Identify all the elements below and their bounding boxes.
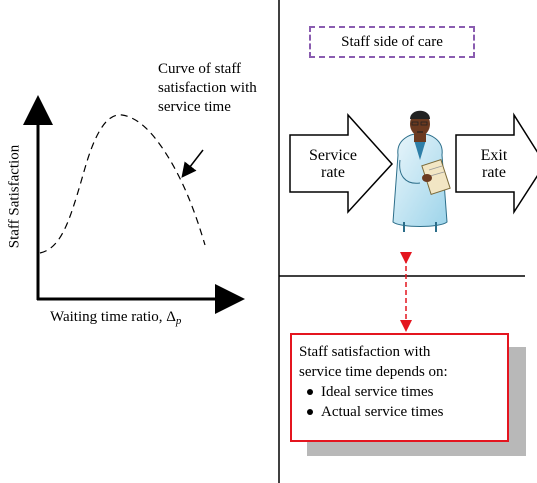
info-item-ideal: Ideal service times bbox=[307, 382, 507, 402]
satisfaction-curve bbox=[39, 114, 206, 254]
x-axis-label-text: Waiting time ratio, bbox=[50, 309, 167, 325]
x-axis-symbol: Δ bbox=[166, 309, 176, 325]
curve-label: Curve of staff satisfaction with service… bbox=[158, 61, 257, 115]
doctor-figure bbox=[392, 110, 451, 232]
service-rate-label: Service rate bbox=[309, 147, 357, 181]
x-axis-label: Waiting time ratio, Δp bbox=[50, 309, 181, 327]
info-list: Ideal service times Actual service times bbox=[299, 382, 507, 422]
info-box: Staff satisfaction with service time dep… bbox=[290, 333, 509, 442]
curve-pointer-arrow bbox=[181, 149, 204, 178]
staff-side-title: Staff side of care bbox=[309, 26, 475, 58]
service-rate-arrow bbox=[289, 113, 394, 214]
info-heading-line2: service time depends on: bbox=[299, 364, 448, 380]
exit-rate-label: Exit rate bbox=[480, 147, 508, 181]
exit-rate-arrow bbox=[455, 112, 537, 215]
info-heading-line1: Staff satisfaction with bbox=[299, 344, 431, 360]
y-axis-label: Staff Satisfaction bbox=[6, 144, 23, 249]
info-item-actual: Actual service times bbox=[307, 402, 507, 422]
x-axis-subscript: p bbox=[175, 315, 182, 327]
